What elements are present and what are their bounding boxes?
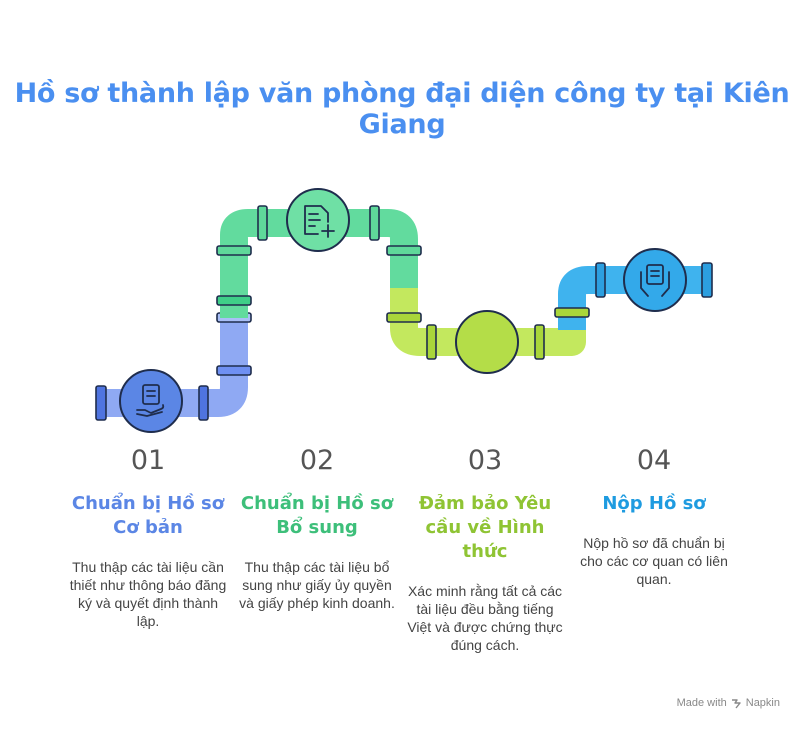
step-1: 01 Chuẩn bị Hồ sơ Cơ bản Thu thập các tà… — [68, 445, 228, 630]
step-heading: Đảm bảo Yêu cầu về Hình thức — [418, 493, 552, 562]
step-description: Thu thập các tài liệu cần thiết như thôn… — [69, 559, 227, 629]
napkin-credit[interactable]: Made with Napkin — [677, 697, 780, 709]
step-description: Xác minh rằng tất cả các tài liệu đều bằ… — [407, 583, 563, 653]
pipe-segment-2 — [216, 188, 422, 318]
pipe-segment-3 — [386, 288, 586, 374]
page-title: Hồ sơ thành lập văn phòng đại diện công … — [14, 78, 790, 140]
step-4: 04 Nộp Hồ sơ Nộp hồ sơ đã chuẩn bị cho c… — [574, 445, 734, 588]
step-number: 03 — [467, 445, 503, 476]
hands-document-icon — [640, 264, 670, 297]
step-number: 04 — [636, 445, 672, 476]
credit-label: Made with — [676, 697, 727, 709]
step-number: 02 — [299, 445, 335, 476]
hand-document-icon — [136, 384, 165, 417]
step-description: Nộp hồ sơ đã chuẩn bị cho các cơ quan có… — [580, 535, 728, 587]
step-2: 02 Chuẩn bị Hồ sơ Bổ sung Thu thập các t… — [237, 445, 397, 612]
step-heading: Chuẩn bị Hồ sơ Cơ bản — [71, 493, 225, 538]
document-add-icon — [304, 205, 335, 238]
napkin-logo-icon — [731, 698, 741, 708]
step-heading: Chuẩn bị Hồ sơ Bổ sung — [240, 493, 394, 538]
step-heading: Nộp Hồ sơ — [602, 493, 706, 514]
pipe-segment-1 — [95, 312, 252, 433]
step-3: 03 Đảm bảo Yêu cầu về Hình thức Xác minh… — [405, 445, 565, 654]
step-number: 01 — [130, 445, 166, 476]
step-description: Thu thập các tài liệu bổ sung như giấy ủ… — [239, 559, 395, 611]
pipe-segment-4 — [554, 248, 713, 330]
credit-brand: Napkin — [745, 697, 780, 709]
